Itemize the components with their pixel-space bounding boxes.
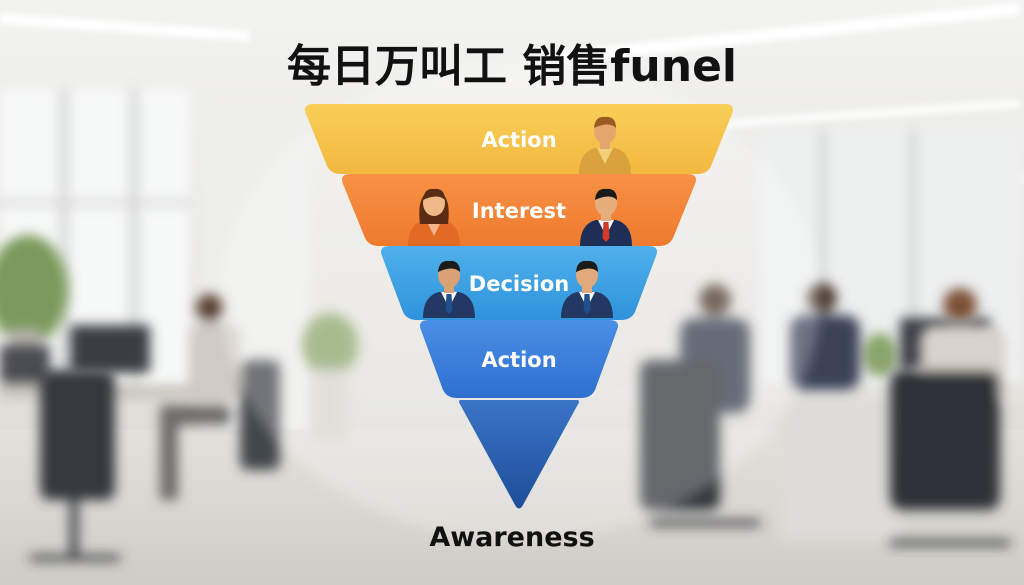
- person-icon: [561, 260, 613, 318]
- person-icon: [423, 260, 475, 318]
- funnel-stage-label: Action: [481, 128, 556, 152]
- person-icon: [580, 188, 632, 246]
- funnel-stage-label: Decision: [469, 272, 569, 296]
- funnel-stage-label: Interest: [472, 199, 566, 223]
- person-icon: [408, 188, 460, 246]
- person-icon: [579, 116, 631, 174]
- funnel-tip: [459, 400, 579, 509]
- funnel-stage-label: Action: [481, 348, 556, 372]
- page-title: 每日万叫工 销售funel: [286, 41, 738, 92]
- funnel-stage-4: [420, 320, 618, 398]
- awareness-label: Awareness: [429, 522, 595, 553]
